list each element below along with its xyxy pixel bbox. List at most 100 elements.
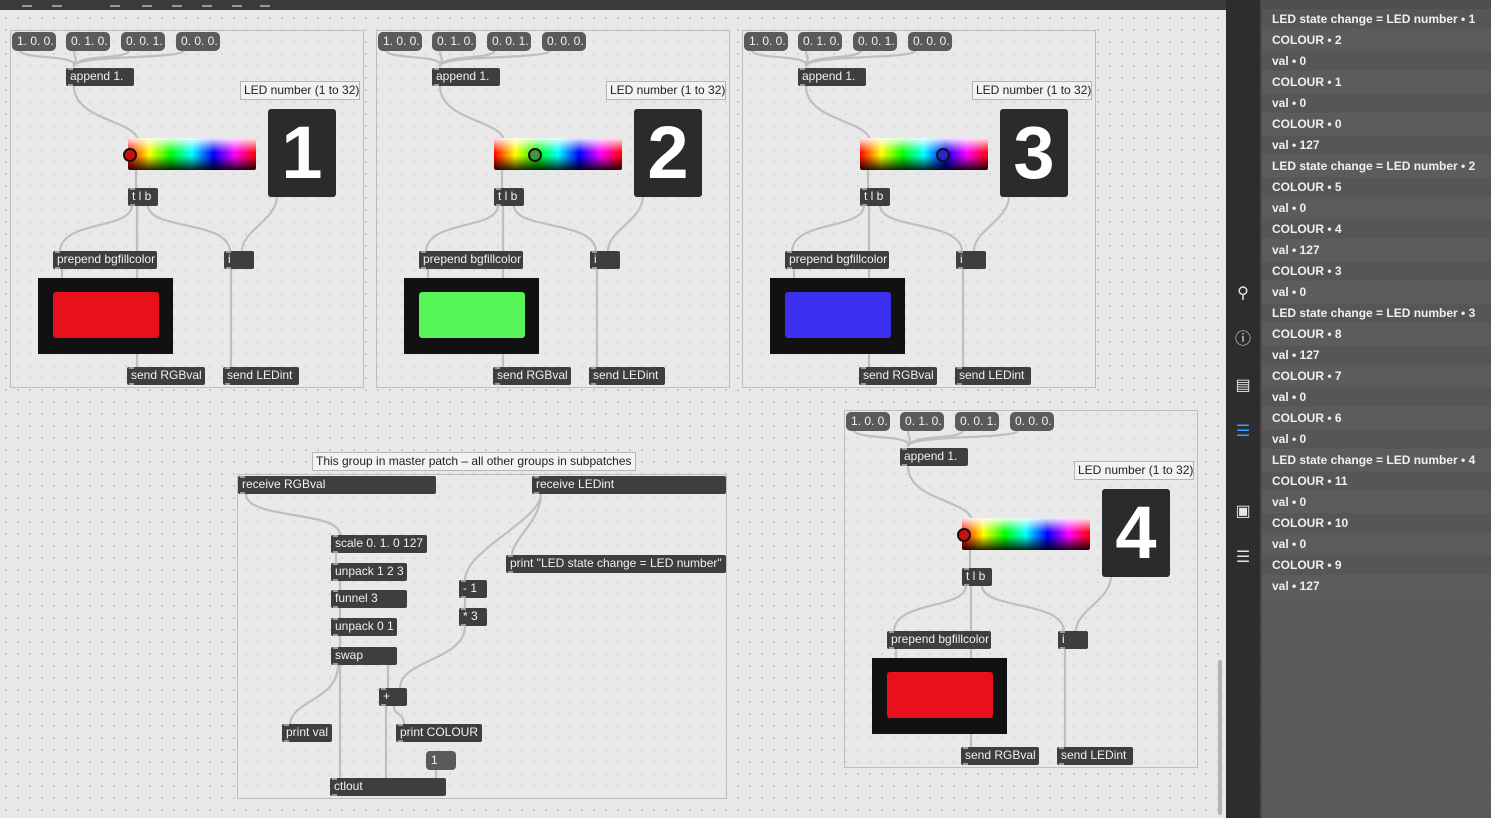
trigger-object[interactable]: t l b [860, 188, 890, 206]
console-line[interactable]: LED state change = LED number • 3 [1262, 303, 1491, 324]
append-object[interactable]: append 1. [798, 68, 866, 86]
print-led-object[interactable]: print "LED state change = LED number" [506, 555, 726, 573]
send-rgb-object[interactable]: send RGBval [493, 367, 571, 385]
rgb-message-4[interactable]: 0. 0. 0. [176, 32, 220, 51]
prepend-object[interactable]: prepend bgfillcolor [53, 251, 157, 269]
send-rgb-object[interactable]: send RGBval [859, 367, 937, 385]
toolbar-icon[interactable] [110, 1, 120, 7]
console-line[interactable]: COLOUR • 0 [1262, 114, 1491, 135]
receive-rgb-object[interactable]: receive RGBval [238, 476, 436, 494]
swap-object[interactable]: swap [331, 647, 397, 665]
console-line[interactable]: val • 127 [1262, 576, 1491, 597]
rgb-message-3[interactable]: 0. 0. 1. [955, 412, 999, 431]
console-line[interactable]: COLOUR • 2 [1262, 30, 1491, 51]
console-line[interactable]: val • 0 [1262, 51, 1491, 72]
rgb-message-1[interactable]: 1. 0. 0. [744, 32, 788, 51]
console-line[interactable]: COLOUR • 5 [1262, 177, 1491, 198]
console-line[interactable]: COLOUR • 4 [1262, 219, 1491, 240]
unpack-123-object[interactable]: unpack 1 2 3 [331, 563, 407, 581]
console-line[interactable]: val • 0 [1262, 492, 1491, 513]
rgb-message-1[interactable]: 1. 0. 0. [846, 412, 890, 431]
toolbar-icon[interactable] [22, 1, 32, 7]
rgb-message-4[interactable]: 0. 0. 0. [908, 32, 952, 51]
console-line[interactable]: COLOUR • 1 [1262, 72, 1491, 93]
patcher-canvas[interactable]: 1. 0. 0. 0. 1. 0. 0. 0. 1. 0. 0. 0. append 1… [0, 0, 1226, 818]
console-line[interactable]: val • 0 [1262, 282, 1491, 303]
rgb-message-2[interactable]: 0. 1. 0. [66, 32, 110, 51]
send-led-object[interactable]: send LEDint [1057, 747, 1133, 765]
rgb-message-4[interactable]: 0. 0. 0. [542, 32, 586, 51]
rgb-message-3[interactable]: 0. 0. 1. [121, 32, 165, 51]
console-divider[interactable] [1260, 0, 1262, 818]
rgb-message-4[interactable]: 0. 0. 0. [1010, 412, 1054, 431]
console-line[interactable]: COLOUR • 10 [1262, 513, 1491, 534]
console-line[interactable]: val • 127 [1262, 240, 1491, 261]
console-line[interactable]: COLOUR • 6 [1262, 408, 1491, 429]
chevron-down-icon[interactable] [232, 1, 242, 7]
send-led-object[interactable]: send LEDint [589, 367, 665, 385]
console-line[interactable]: val • 127 [1262, 345, 1491, 366]
color-swatch[interactable] [494, 138, 622, 170]
int-object[interactable]: i [956, 251, 986, 269]
rgb-message-3[interactable]: 0. 0. 1. [853, 32, 897, 51]
led-number-box[interactable]: 3 [1000, 109, 1068, 197]
console-line[interactable]: val • 0 [1262, 93, 1491, 114]
console-line[interactable]: val • 0 [1262, 198, 1491, 219]
chevron-down-icon[interactable] [202, 1, 212, 7]
color-swatch[interactable] [128, 138, 256, 170]
prepend-object[interactable]: prepend bgfillcolor [419, 251, 523, 269]
print-val-object[interactable]: print val [282, 724, 332, 742]
rgb-message-2[interactable]: 0. 1. 0. [900, 412, 944, 431]
int-object[interactable]: i [224, 251, 254, 269]
console-line[interactable]: COLOUR • 7 [1262, 366, 1491, 387]
console-list-icon[interactable]: ☰ [1235, 423, 1251, 440]
console-line[interactable]: LED state change = LED number • 4 [1262, 450, 1491, 471]
minus-one-object[interactable]: - 1 [459, 580, 487, 598]
trigger-object[interactable]: t l b [962, 568, 992, 586]
trigger-object[interactable]: t l b [494, 188, 524, 206]
receive-led-object[interactable]: receive LEDint [532, 476, 726, 494]
swatch-knob[interactable] [528, 148, 542, 162]
send-led-object[interactable]: send LEDint [223, 367, 299, 385]
unpack-01-object[interactable]: unpack 0 1 [331, 618, 397, 636]
ctlout-object[interactable]: ctlout [330, 778, 446, 796]
reference-icon[interactable]: ▤ [1235, 377, 1251, 394]
times-three-object[interactable]: * 3 [459, 608, 487, 626]
rgb-message-1[interactable]: 1. 0. 0. [378, 32, 422, 51]
search-icon[interactable]: ⚲ [1237, 285, 1249, 302]
swatch-knob[interactable] [936, 148, 950, 162]
rgb-message-2[interactable]: 0. 1. 0. [798, 32, 842, 51]
rgb-message-3[interactable]: 0. 0. 1. [487, 32, 531, 51]
console-line[interactable]: COLOUR • 3 [1262, 261, 1491, 282]
console-line[interactable]: val • 0 [1262, 387, 1491, 408]
swatch-knob[interactable] [957, 528, 971, 542]
int-object[interactable]: i [1058, 631, 1088, 649]
swatch-knob[interactable] [123, 148, 137, 162]
chevron-down-icon[interactable] [172, 1, 182, 7]
append-object[interactable]: append 1. [900, 448, 968, 466]
info-icon[interactable]: ⓘ [1234, 331, 1251, 348]
console-line[interactable]: COLOUR • 9 [1262, 555, 1491, 576]
toolbar-icon[interactable] [52, 1, 62, 7]
console-line[interactable]: val • 0 [1262, 534, 1491, 555]
mixer-icon[interactable]: ☰ [1235, 549, 1251, 566]
color-swatch[interactable] [962, 518, 1090, 550]
led-number-box[interactable]: 1 [268, 109, 336, 197]
print-colour-object[interactable]: print COLOUR [396, 724, 482, 742]
plus-object[interactable]: + [379, 688, 407, 706]
scale-object[interactable]: scale 0. 1. 0 127 [331, 535, 427, 553]
rgb-message-1[interactable]: 1. 0. 0. [12, 32, 56, 51]
message-one[interactable]: 1 [426, 751, 456, 770]
send-rgb-object[interactable]: send RGBval [961, 747, 1039, 765]
led-number-box[interactable]: 2 [634, 109, 702, 197]
console-line[interactable]: LED state change = LED number • 1 [1262, 9, 1491, 30]
append-object[interactable]: append 1. [432, 68, 500, 86]
color-swatch[interactable] [860, 138, 988, 170]
prepend-object[interactable]: prepend bgfillcolor [887, 631, 991, 649]
console-line[interactable]: val • 127 [1262, 135, 1491, 156]
snapshot-icon[interactable]: ▣ [1235, 503, 1251, 520]
send-rgb-object[interactable]: send RGBval [127, 367, 205, 385]
console-line[interactable]: COLOUR • 11 [1262, 471, 1491, 492]
console-line[interactable]: COLOUR • 8 [1262, 324, 1491, 345]
append-object[interactable]: append 1. [66, 68, 134, 86]
